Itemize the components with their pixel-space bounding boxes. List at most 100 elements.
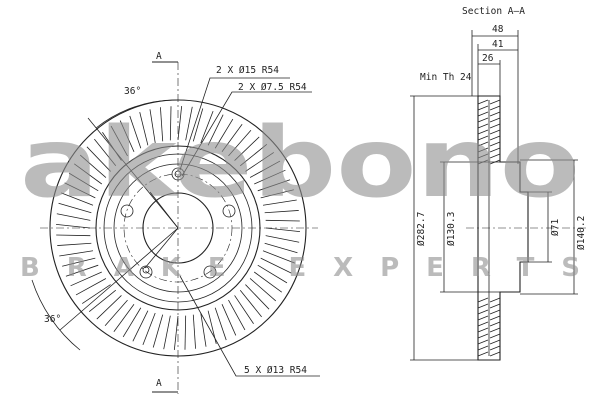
vane (234, 136, 260, 161)
hatch-line (477, 327, 489, 333)
vane (56, 213, 91, 221)
vane (86, 146, 111, 172)
vane (214, 307, 227, 341)
section-label-top: A (156, 51, 162, 62)
dim-48: 48 (492, 24, 504, 35)
bolt-hole (120, 204, 134, 218)
angle-leader (59, 227, 179, 331)
angle-arc-top (95, 99, 179, 129)
vane (119, 120, 135, 152)
vane (104, 299, 128, 327)
vane (62, 257, 96, 267)
leader-holes-15 (179, 77, 290, 171)
vane (257, 179, 291, 192)
hatch-line (489, 309, 501, 315)
hatch-line (489, 345, 501, 351)
hatch-line (489, 339, 501, 345)
hatch-line (489, 117, 501, 123)
vane (239, 289, 262, 318)
angle-arc-bottom (31, 279, 81, 351)
vane (228, 299, 246, 331)
vane (169, 106, 172, 141)
vane (142, 312, 156, 345)
bolt-holes (120, 167, 236, 279)
vane (177, 106, 183, 141)
hatch-line (489, 333, 501, 339)
hatch-line (477, 123, 489, 129)
vane (132, 310, 149, 342)
angle-label-bottom: 36° (44, 314, 61, 325)
hatch-line (477, 99, 489, 105)
vane (192, 108, 204, 142)
vane (265, 235, 300, 243)
vane (68, 172, 99, 192)
hatch-line (489, 297, 501, 303)
vane (228, 129, 252, 157)
hatch-line (477, 129, 489, 135)
dim-282-7: Ø282.7 (416, 212, 427, 246)
vane (56, 234, 91, 237)
vane (239, 144, 268, 167)
hatch-line (477, 105, 489, 111)
vane (113, 303, 135, 333)
vane (65, 264, 99, 277)
vane (160, 107, 164, 142)
vane (265, 219, 300, 222)
section-hatching (477, 99, 501, 357)
section-title: Section A–A (462, 6, 525, 17)
hatch-line (477, 333, 489, 339)
vane (110, 125, 128, 157)
dim-71: Ø71 (550, 219, 561, 236)
vane (257, 264, 288, 284)
vane (57, 242, 92, 246)
hatch-line (477, 321, 489, 327)
vane (207, 114, 224, 146)
watermark: akebono BRAKE EXPERTS (20, 107, 580, 283)
vane (265, 227, 300, 233)
vane (59, 250, 94, 257)
vane (75, 278, 107, 296)
hatch-line (489, 111, 501, 117)
vane (264, 210, 299, 214)
callout-holes-7-5: 2 X Ø7.5 R54 (238, 82, 307, 93)
hatch-line (489, 141, 501, 147)
hatch-line (489, 315, 501, 321)
leader-holes-7-5 (181, 91, 312, 177)
hatch-line (489, 351, 501, 357)
vane (129, 115, 142, 149)
angle-label-top: 36° (124, 86, 141, 97)
angle-leader (87, 117, 179, 229)
hatch-line (477, 309, 489, 315)
hatch-line (477, 153, 489, 159)
section-label-bottom: A (156, 378, 162, 389)
front-view: A A 36° 36° 2 X Ø15 R54 2 X Ø7.5 R54 5 X… (31, 51, 320, 394)
vane (58, 202, 92, 214)
vane (249, 278, 277, 302)
vane (253, 271, 283, 293)
callout-holes-13: 5 X Ø13 R54 (244, 365, 307, 376)
hatch-line (477, 351, 489, 357)
hatch-line (489, 99, 501, 105)
hatch-line (477, 117, 489, 123)
vane (139, 112, 149, 146)
vane (70, 271, 102, 287)
bolt-hole (222, 204, 236, 218)
callout-holes-15: 2 X Ø15 R54 (216, 65, 279, 76)
hatch-line (489, 327, 501, 333)
vane (245, 284, 270, 310)
vane (254, 169, 286, 185)
vane (88, 289, 117, 312)
hatch-line (477, 111, 489, 117)
small-hole (142, 266, 150, 274)
hatch-line (477, 303, 489, 309)
dim-26: 26 (482, 53, 494, 64)
vane (260, 257, 292, 274)
hatch-line (477, 339, 489, 345)
vane (185, 106, 193, 141)
vane (94, 138, 117, 167)
hatch-line (477, 345, 489, 351)
vane (61, 192, 94, 206)
radial-line (144, 227, 179, 269)
vane (262, 199, 297, 206)
min-thickness-label: Min Th 24 (420, 72, 472, 83)
